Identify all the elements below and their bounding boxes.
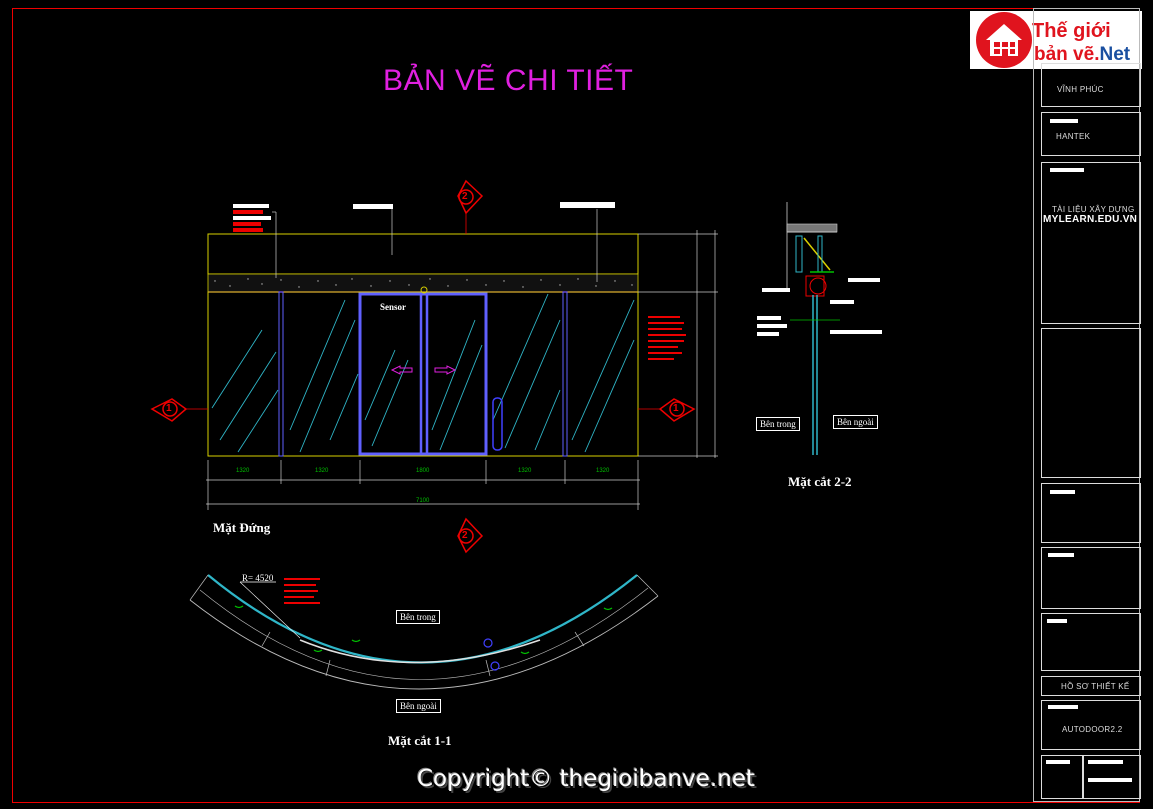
dim-1: 1320 [236, 468, 250, 474]
section11-inside-label: Bên trong [396, 610, 440, 624]
tb-set-name: HỒ SƠ THIẾT KẾ [1061, 682, 1130, 691]
header-band [207, 233, 639, 275]
glass-hatch [211, 293, 635, 453]
section-marker-2-bottom [457, 517, 484, 554]
tb-material-2: MYLEARN.EDU.VN [1043, 214, 1138, 225]
tb-bar [1046, 760, 1070, 764]
section-2-top-number: 2 [462, 191, 468, 202]
tb-company: HANTEK [1056, 132, 1091, 141]
glass-frame [207, 291, 639, 457]
site-logo[interactable]: Thế giới bản vẽ.Net [970, 11, 1142, 69]
tb-cell-a [1041, 483, 1141, 543]
logo-text-line1: Thế giới [1032, 20, 1111, 42]
tb-bar [1050, 119, 1078, 123]
tb-bar [1088, 778, 1132, 782]
copyright-watermark: Copyright© thegioibanve.net [417, 766, 755, 792]
tb-cell-set [1041, 676, 1141, 696]
door-frame [358, 292, 488, 456]
tb-material-1: TÀI LIỆU XÂY DỰNG [1052, 205, 1135, 214]
section22-caption: Mặt cắt 2-2 [788, 474, 852, 489]
dim-3: 1800 [416, 468, 430, 474]
section-1-right-number: 1 [673, 403, 679, 414]
tb-cell-sign [1041, 755, 1141, 799]
tb-divider [1082, 755, 1084, 799]
section11-caption: Mặt cắt 1-1 [388, 733, 452, 748]
radius-label: R= 4520 [242, 573, 274, 583]
title-block-frame [1033, 8, 1140, 802]
tb-bar [1048, 705, 1078, 709]
dim-5: 1320 [596, 468, 610, 474]
logo-text-line2: bản vẽ.Net [1034, 44, 1130, 66]
logo-text-part-b: Net [1099, 44, 1131, 65]
tb-cell-code [1041, 700, 1141, 750]
section-2-2-view [757, 202, 882, 455]
tb-cell-c [1041, 613, 1141, 671]
tb-bar [1048, 553, 1074, 557]
section-1-left-number: 1 [166, 403, 172, 414]
section-1-1-view [189, 574, 659, 690]
elevation-view [150, 179, 718, 554]
elevation-caption: Mặt Đứng [213, 520, 271, 535]
tb-bar [1047, 619, 1067, 623]
sensor-label: Sensor [380, 302, 407, 312]
tb-cell-blank [1041, 328, 1141, 478]
dim-4: 1320 [518, 468, 532, 474]
page-title: BẢN VẼ CHI TIẾT [383, 64, 634, 97]
tb-cell-b [1041, 547, 1141, 609]
tb-bar [1050, 490, 1075, 494]
tb-drawing-code: AUTODOOR2.2 [1062, 725, 1123, 734]
fascia-dots [214, 278, 633, 288]
tb-location: VĨNH PHÚC [1057, 85, 1104, 94]
red-notes [648, 316, 686, 360]
dim-2: 1320 [315, 468, 329, 474]
tb-cell-location [1041, 63, 1141, 107]
tb-bar [1050, 168, 1084, 172]
logo-text-part-a: bản vẽ. [1034, 44, 1100, 65]
tb-bar [1088, 760, 1123, 764]
section22-inside-label: Bên trong [756, 417, 800, 431]
dotted-fascia [207, 273, 639, 293]
tb-cell-material [1041, 162, 1141, 324]
section22-outside-label: Bên ngoài [833, 415, 878, 429]
section-2-bottom-number: 2 [462, 530, 468, 541]
tb-cell-company [1041, 112, 1141, 156]
section11-outside-label: Bên ngoài [396, 699, 441, 713]
dim-total: 7100 [416, 498, 430, 504]
house-icon [976, 12, 1032, 68]
